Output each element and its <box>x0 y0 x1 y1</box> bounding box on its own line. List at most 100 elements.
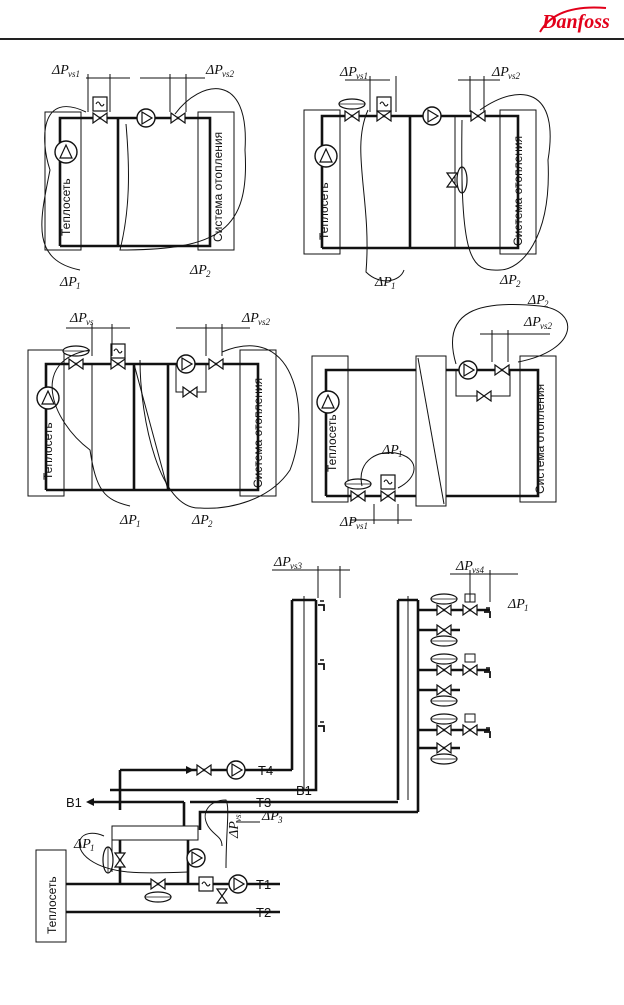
t2-label: T2 <box>256 905 271 920</box>
pressure-regulator-icon <box>68 358 84 370</box>
circulation-pump-icon <box>422 106 442 126</box>
dp2-label: ΔP <box>499 273 517 288</box>
dp1-label: ΔP <box>381 443 399 458</box>
dp1-sub: 1 <box>136 519 141 529</box>
system-label: Система отопления <box>533 384 547 494</box>
heat-network-box <box>35 849 67 943</box>
t3-label: T3 <box>256 795 271 810</box>
bypass-valve-icon <box>182 386 198 398</box>
tap-icon <box>317 600 325 612</box>
dp-vs1-label: ΔP <box>227 821 242 839</box>
dp1-sub: 1 <box>398 449 403 459</box>
scheme-4: ΔP 2 ΔP vs2 Теплосеть Система отопления … <box>311 293 569 531</box>
dp2-sub: 2 <box>208 519 213 529</box>
source-label: Теплосеть <box>41 422 55 480</box>
diaphragm-icon <box>344 478 372 490</box>
diaphragm-icon <box>430 695 458 707</box>
source-label: Теплосеть <box>45 876 59 934</box>
source-pump-icon <box>316 390 340 414</box>
t1-label: T1 <box>256 877 271 892</box>
tap-icon <box>317 659 325 671</box>
dp-vs1-label: ΔP <box>51 63 69 78</box>
dp-vs2-sub: vs2 <box>540 321 552 331</box>
b1-mid-label: B1 <box>296 783 312 798</box>
dp-vs2-sub: vs2 <box>508 71 520 81</box>
dp-vs1-label: ΔP <box>339 515 357 530</box>
actuator-icon <box>198 876 214 892</box>
dp-vs4-sub: vs4 <box>472 565 484 575</box>
source-label: Теплосеть <box>59 178 73 236</box>
riser-valve-icon <box>436 684 452 696</box>
riser-valve-icon <box>436 664 452 676</box>
dp-vs-sub: vs <box>86 317 94 327</box>
riser-valve-icon <box>436 604 452 616</box>
riser-valve-icon <box>436 742 452 754</box>
riser-valve-icon <box>436 724 452 736</box>
dp-vs4-label: ΔP <box>455 559 473 574</box>
pressure-regulator-icon <box>350 490 366 502</box>
heat-network-box <box>311 355 349 503</box>
dp1-label: ΔP <box>119 513 137 528</box>
actuator-icon <box>110 343 126 359</box>
control-valve-icon <box>110 358 126 370</box>
diaphragm-icon <box>430 753 458 765</box>
control-valve-icon <box>376 110 392 122</box>
dp2-sub: 2 <box>206 269 211 279</box>
source-pump-icon <box>54 140 78 164</box>
balancing-valve-icon <box>208 358 224 370</box>
source-label: Теплосеть <box>325 414 339 472</box>
dp-vs2-label: ΔP <box>491 65 509 80</box>
heat-network-box <box>44 111 82 251</box>
circulation-pump-icon <box>176 354 196 374</box>
dp2-sub: 2 <box>516 279 521 289</box>
dp1-left-sub: 1 <box>90 843 95 853</box>
bypass-valve-icon <box>216 888 228 904</box>
dp3-sub: 3 <box>277 815 283 825</box>
circulation-pump-icon <box>458 360 478 380</box>
circulation-pump-icon <box>136 108 156 128</box>
control-valve-icon <box>380 490 396 502</box>
thermostatic-valve-icon <box>462 664 478 676</box>
diaphragm-icon <box>144 891 172 903</box>
dp-vs2-label: ΔP <box>523 315 541 330</box>
dp1-left-label: ΔP <box>73 837 91 852</box>
control-valve-icon <box>150 878 166 890</box>
system-label: Система отопления <box>211 132 225 242</box>
regulator-valve-icon <box>114 852 126 868</box>
dp-vs2-sub: vs2 <box>222 69 234 79</box>
supply-pump-icon <box>228 874 248 894</box>
scheme-2: ΔP vs1 ΔP vs2 Теплосеть Система отоплени… <box>303 65 551 291</box>
dp-vs3-label: ΔP <box>273 555 291 570</box>
dp-vs-label: ΔP <box>69 311 87 326</box>
balancing-valve-icon <box>494 364 510 376</box>
system-label: Система отопления <box>511 136 525 246</box>
dp3-label: ΔP <box>261 809 279 824</box>
dp2-label: ΔP <box>527 293 545 308</box>
dhw-pump-icon <box>186 848 206 868</box>
dp1-label: ΔP <box>59 275 77 290</box>
dp1-sub: 1 <box>76 281 81 291</box>
dp-vs3-sub: vs3 <box>290 561 302 571</box>
dp-vs1-sub: vs1 <box>233 810 243 822</box>
pressure-regulator-icon <box>344 110 360 122</box>
dp-vs2-label: ΔP <box>241 311 259 326</box>
dp1-label: ΔP <box>374 275 392 290</box>
dp-vs2-sub: vs2 <box>258 317 270 327</box>
balancing-valve-icon <box>170 112 186 124</box>
dp2-label: ΔP <box>189 263 207 278</box>
dp1-right-sub: 1 <box>524 603 529 613</box>
dp1-sub: 1 <box>391 281 396 291</box>
actuator-icon <box>380 474 396 490</box>
actuator-icon <box>92 96 108 112</box>
control-valve-icon <box>92 112 108 124</box>
source-label: Теплосеть <box>317 182 331 240</box>
tap-icon <box>317 721 325 733</box>
source-pump-icon <box>314 144 338 168</box>
dp2-sub: 2 <box>544 299 549 309</box>
actuator-icon <box>376 96 392 112</box>
heat-exchanger-box <box>111 825 199 841</box>
diaphragm-icon <box>430 635 458 647</box>
t4-label: T4 <box>258 763 273 778</box>
circulation-pump-icon <box>226 760 246 780</box>
